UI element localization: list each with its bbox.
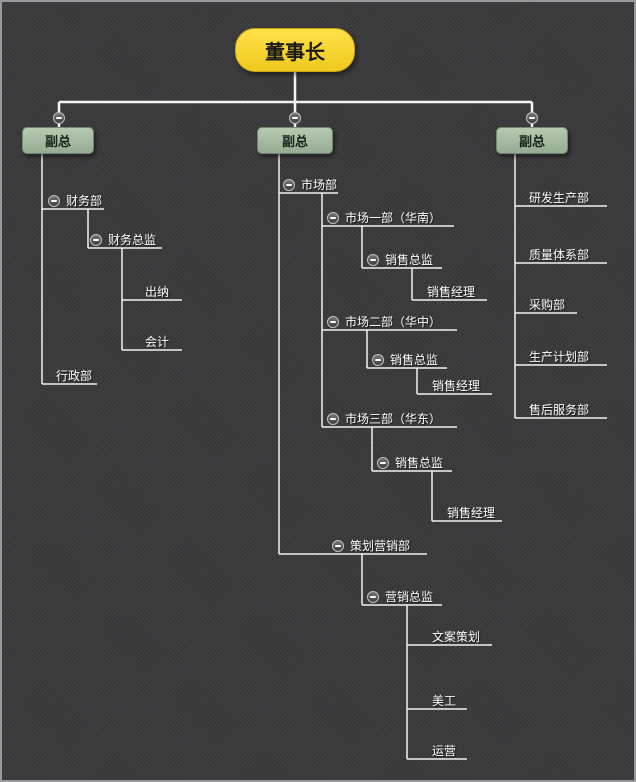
node-planning-marketing-dept[interactable]: 策划营销部	[350, 539, 411, 553]
collapse-icon[interactable]	[289, 112, 301, 124]
collapse-icon[interactable]	[327, 212, 339, 224]
collapse-icon[interactable]	[327, 413, 339, 425]
node-sales-manager-2[interactable]: 销售经理	[432, 379, 481, 393]
node-sales-manager-1[interactable]: 销售经理	[427, 285, 476, 299]
collapse-icon[interactable]	[53, 112, 65, 124]
node-sales-director-1[interactable]: 销售总监	[385, 253, 434, 267]
node-accountant[interactable]: 会计	[145, 335, 170, 349]
node-sales-manager-3[interactable]: 销售经理	[447, 506, 496, 520]
node-purchasing-dept[interactable]: 采购部	[529, 298, 566, 312]
collapse-icon[interactable]	[90, 234, 102, 246]
collapse-icon[interactable]	[48, 195, 60, 207]
node-after-sales-dept[interactable]: 售后服务部	[529, 403, 590, 417]
node-marketing-director[interactable]: 营销总监	[385, 590, 434, 604]
node-art-designer[interactable]: 美工	[432, 694, 457, 708]
node-chairman[interactable]: 董事长	[235, 28, 355, 72]
node-copywriting[interactable]: 文案策划	[432, 630, 481, 644]
node-rd-production-dept[interactable]: 研发生产部	[529, 191, 590, 205]
node-finance-dept[interactable]: 财务部	[66, 194, 103, 208]
collapse-icon[interactable]	[526, 112, 538, 124]
node-market-dept[interactable]: 市场部	[301, 178, 338, 192]
node-vice-president-1[interactable]: 副总	[22, 127, 94, 154]
node-quality-system-dept[interactable]: 质量体系部	[529, 248, 590, 262]
collapse-icon[interactable]	[377, 457, 389, 469]
node-vice-president-3[interactable]: 副总	[496, 127, 568, 154]
collapse-icon[interactable]	[283, 179, 295, 191]
collapse-icon[interactable]	[332, 540, 344, 552]
node-cashier[interactable]: 出纳	[145, 285, 170, 299]
collapse-icon[interactable]	[372, 354, 384, 366]
node-market-dept-1[interactable]: 市场一部（华南）	[345, 211, 442, 225]
node-market-dept-3[interactable]: 市场三部（华东）	[345, 412, 442, 426]
node-sales-director-3[interactable]: 销售总监	[395, 456, 444, 470]
node-production-planning-dept[interactable]: 生产计划部	[529, 350, 590, 364]
node-admin-dept[interactable]: 行政部	[56, 369, 93, 383]
collapse-icon[interactable]	[367, 254, 379, 266]
collapse-icon[interactable]	[367, 591, 379, 603]
node-vice-president-2[interactable]: 副总	[257, 127, 333, 154]
node-operations[interactable]: 运营	[432, 744, 457, 758]
node-sales-director-2[interactable]: 销售总监	[390, 353, 439, 367]
node-market-dept-2[interactable]: 市场二部（华中）	[345, 315, 442, 329]
node-finance-director[interactable]: 财务总监	[108, 233, 157, 247]
collapse-icon[interactable]	[327, 316, 339, 328]
